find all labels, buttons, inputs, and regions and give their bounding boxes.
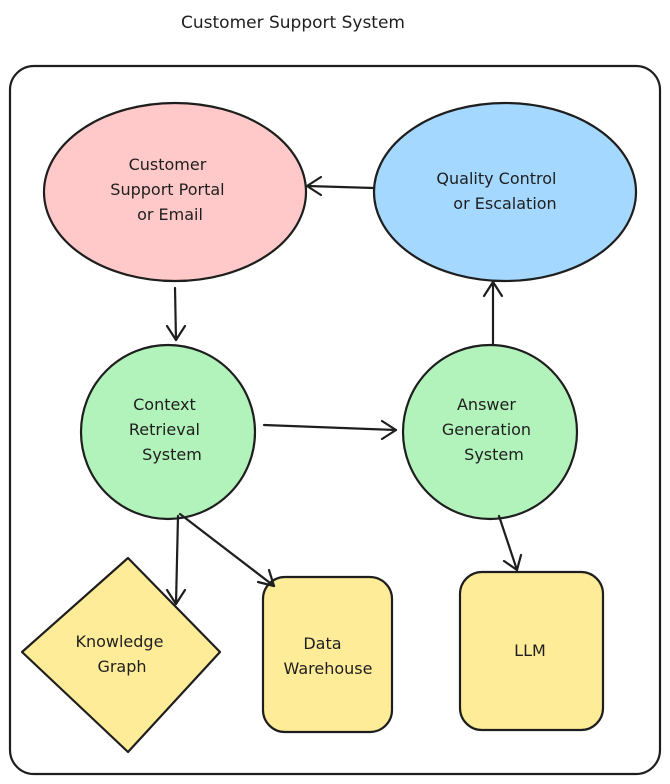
label-portal: Customer Support Portal or Email — [110, 155, 229, 224]
label-context-line: Retrieval — [129, 420, 200, 439]
edge-quality-to-portal — [305, 175, 376, 197]
node-knowledge[interactable] — [20, 556, 222, 754]
node-portal[interactable] — [42, 101, 308, 283]
label-context-line: System — [142, 445, 202, 464]
label-warehouse-line: Data — [303, 634, 341, 653]
label-portal-line: Customer — [129, 155, 207, 174]
label-answer-line: System — [464, 445, 524, 464]
edge-context-to-answer — [262, 419, 398, 441]
node-llm[interactable] — [458, 570, 605, 732]
node-warehouse[interactable] — [261, 575, 394, 734]
label-answer: Answer Generation System — [442, 395, 536, 464]
label-knowledge-line: Knowledge — [75, 632, 163, 651]
edge-portal-to-context — [165, 286, 187, 342]
label-knowledge-line: Graph — [97, 657, 146, 676]
label-warehouse: Data Warehouse — [284, 634, 373, 678]
label-llm: LLM — [514, 641, 546, 660]
label-answer-line: Generation — [442, 420, 531, 439]
label-quality: Quality Control or Escalation — [436, 169, 561, 213]
edge-answer-to-quality — [482, 280, 504, 347]
edge-context-to-knowledge — [165, 514, 187, 606]
label-llm-line: LLM — [514, 641, 546, 660]
node-quality[interactable] — [372, 101, 638, 283]
system-boundary — [8, 64, 662, 776]
edge-context-to-warehouse — [178, 512, 276, 588]
label-context: Context Retrieval System — [129, 395, 205, 464]
label-portal-line: or Email — [137, 205, 203, 224]
diagram-title: Customer Support System — [181, 13, 405, 33]
node-context[interactable] — [79, 343, 257, 521]
label-answer-line: Answer — [457, 395, 516, 414]
label-quality-line: or Escalation — [453, 194, 556, 213]
label-warehouse-line: Warehouse — [284, 659, 373, 678]
label-knowledge: Knowledge Graph — [75, 632, 168, 676]
edge-answer-to-llm — [497, 514, 523, 572]
label-context-line: Context — [133, 395, 196, 414]
label-quality-line: Quality Control — [436, 169, 556, 188]
label-portal-line: Support Portal — [110, 180, 224, 199]
node-answer[interactable] — [401, 343, 579, 521]
